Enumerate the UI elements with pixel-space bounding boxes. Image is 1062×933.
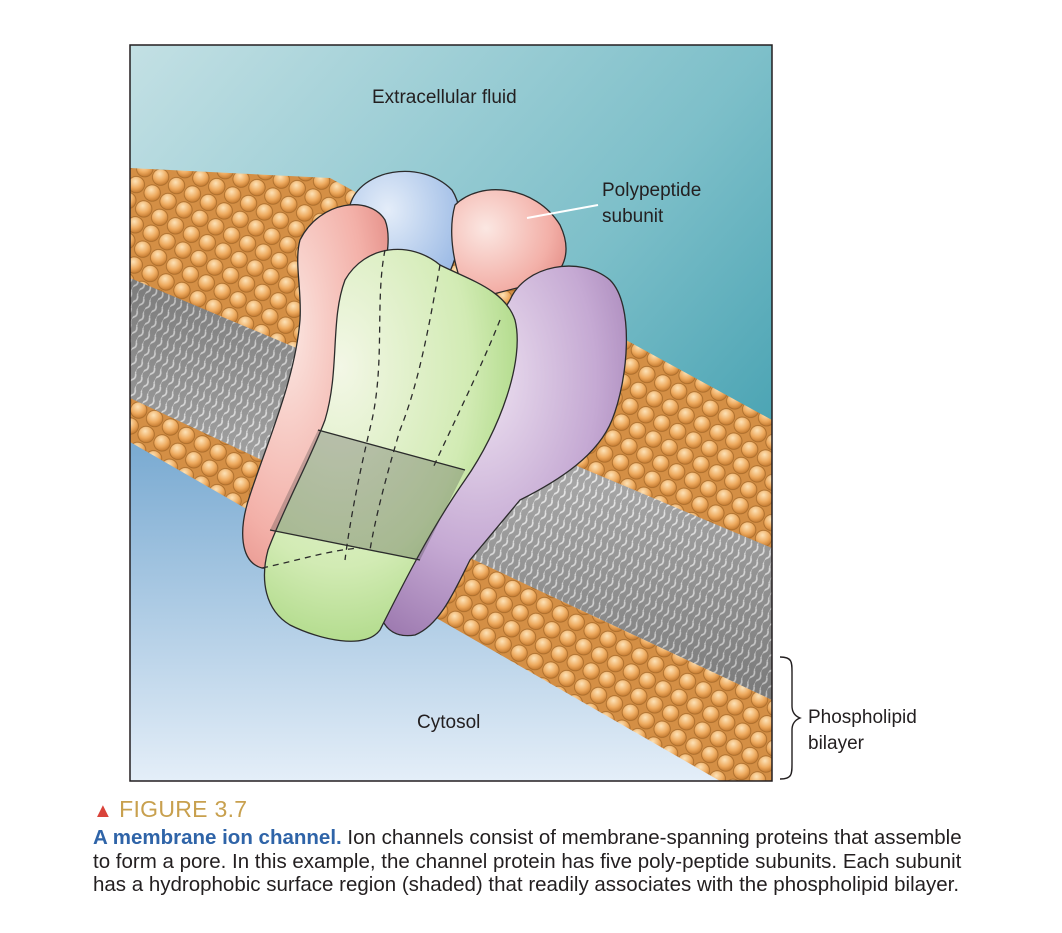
- figure-caption: A membrane ion channel. Ion channels con…: [93, 826, 973, 897]
- label-extracellular-fluid: Extracellular fluid: [372, 87, 517, 108]
- label-polypeptide-line1: Polypeptide: [602, 180, 701, 201]
- label-cytosol: Cytosol: [417, 712, 480, 733]
- figure-triangle-marker: ▲: [93, 800, 114, 822]
- label-polypeptide-line2: subunit: [602, 206, 664, 227]
- ion-channel-protein: [242, 170, 628, 642]
- panel-border: [129, 44, 773, 782]
- figure-number-text: FIGURE 3.7: [119, 796, 248, 822]
- polypeptide-leader-line: [526, 204, 599, 219]
- figure-number: ▲FIGURE 3.7: [93, 796, 247, 823]
- caption-title: A membrane ion channel.: [93, 826, 342, 849]
- caption-text: Ion channels consist of membrane-spannin…: [93, 826, 962, 896]
- bilayer-bracket: [779, 656, 802, 780]
- label-phospholipid-line1: Phospholipid: [808, 707, 917, 728]
- subunit-green: [263, 248, 518, 642]
- label-phospholipid-line2: bilayer: [808, 733, 865, 754]
